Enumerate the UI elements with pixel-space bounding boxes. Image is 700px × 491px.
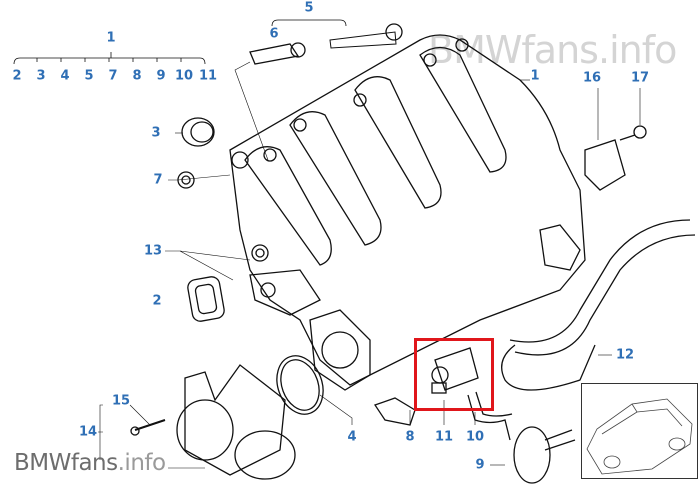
group-1-bracket	[13, 52, 206, 65]
bolt-17	[619, 125, 647, 141]
callout-1-group[interactable]: 1	[106, 30, 116, 46]
callout-group-item[interactable]: 11	[198, 68, 218, 84]
watermark-top: BMWfans.info	[428, 28, 677, 72]
vacuum-unit-9	[513, 426, 576, 484]
hose-10	[467, 391, 513, 441]
clip-8	[373, 397, 416, 426]
nut-13	[251, 244, 269, 262]
manifold-body	[229, 34, 586, 391]
callout-14[interactable]: 14	[78, 424, 98, 440]
callout-group-item[interactable]: 5	[84, 68, 94, 84]
callout-16[interactable]: 16	[582, 70, 602, 86]
callout-group-item[interactable]: 2	[12, 68, 22, 84]
callout-1-manifold[interactable]: 1	[530, 68, 540, 84]
callout-5-group[interactable]: 5	[304, 0, 314, 16]
o-ring-4	[276, 355, 324, 415]
callout-6[interactable]: 6	[269, 26, 279, 42]
callout-4[interactable]: 4	[347, 429, 357, 445]
callout-group-item[interactable]: 4	[60, 68, 70, 84]
callout-11[interactable]: 11	[434, 429, 454, 445]
callout-3[interactable]: 3	[151, 125, 161, 141]
callout-12[interactable]: 12	[615, 347, 635, 363]
callout-2[interactable]: 2	[152, 293, 162, 309]
callout-17[interactable]: 17	[630, 70, 650, 86]
car-icon	[586, 398, 693, 475]
callout-9[interactable]: 9	[475, 457, 485, 473]
highlight-box-part-11	[414, 338, 494, 411]
callout-8[interactable]: 8	[405, 429, 415, 445]
group-5-bracket	[271, 19, 347, 27]
throttle-body-14	[130, 364, 296, 480]
leader-lines	[98, 61, 641, 469]
hose-12	[501, 219, 696, 391]
seal-3	[181, 117, 215, 147]
callout-group-item[interactable]: 8	[132, 68, 142, 84]
gasket-2	[187, 276, 225, 322]
sensor-16	[584, 139, 626, 191]
watermark-bottom: BMWfans.info	[14, 450, 166, 476]
bolt-6	[249, 23, 403, 65]
valve-11	[431, 347, 479, 394]
callout-group-item[interactable]: 3	[36, 68, 46, 84]
callout-group-item[interactable]: 10	[174, 68, 194, 84]
callout-13[interactable]: 13	[143, 243, 163, 259]
car-locator-inset	[581, 383, 698, 479]
callout-15[interactable]: 15	[111, 393, 131, 409]
callout-7[interactable]: 7	[153, 172, 163, 188]
callout-10[interactable]: 10	[465, 429, 485, 445]
callout-group-item[interactable]: 7	[108, 68, 118, 84]
nut-7	[177, 171, 195, 189]
callout-group-item[interactable]: 9	[156, 68, 166, 84]
